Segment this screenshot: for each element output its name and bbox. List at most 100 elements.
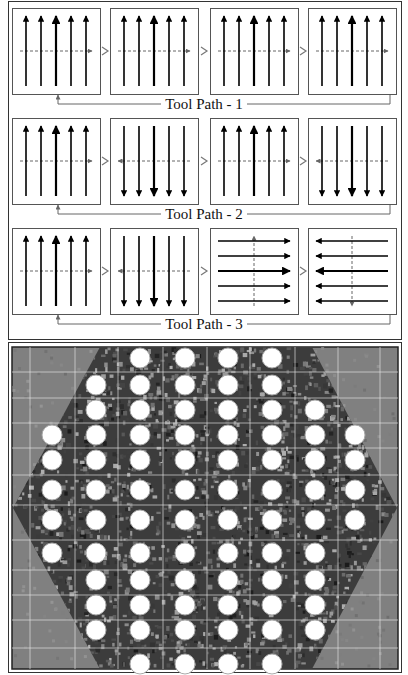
deposit-speck (50, 531, 54, 536)
deposit-speck (79, 517, 84, 520)
scan-arrow (381, 126, 383, 196)
deposit-speck (27, 372, 31, 375)
scan-arrow (268, 126, 270, 196)
scan-arrow (316, 255, 388, 257)
deposit-speck (361, 353, 364, 355)
deposit-speck (23, 481, 28, 485)
deposit-speck (167, 522, 171, 525)
deposit-speck (93, 565, 96, 570)
deposit-speck (154, 432, 157, 435)
deposit-speck (72, 497, 75, 500)
deposit-speck (344, 630, 348, 634)
texture-speck (22, 585, 25, 588)
deposit-speck (14, 638, 17, 643)
deposit-speck (26, 371, 28, 375)
deposit-speck (12, 384, 15, 387)
deposit-speck (362, 445, 364, 450)
texture-speck (393, 417, 396, 420)
deposit-speck (249, 429, 253, 433)
deposit-speck (246, 463, 248, 465)
deposit-speck (283, 600, 287, 603)
tool-path-row (13, 119, 397, 215)
texture-speck (54, 608, 57, 611)
deposit-speck (75, 480, 79, 483)
deposit-speck (329, 432, 333, 436)
deposit-speck (372, 484, 375, 487)
deposit-speck (256, 563, 260, 567)
deposit-speck (17, 431, 20, 434)
deposit-speck (352, 553, 354, 555)
texture-speck (333, 374, 336, 377)
texture-speck (22, 589, 25, 592)
deposit-speck (16, 529, 20, 532)
deposit-speck (26, 399, 28, 401)
deposit-speck (353, 664, 357, 666)
deposit-speck (368, 566, 372, 569)
deposit-speck (387, 375, 390, 379)
deposit-speck (31, 425, 35, 427)
deposit-speck (346, 602, 350, 605)
deposit-speck (91, 396, 95, 399)
deposit-speck (370, 457, 374, 460)
deposit-speck (308, 476, 312, 479)
deposit-speck (385, 572, 389, 576)
deposit-speck (243, 409, 247, 412)
deposit-speck (392, 425, 396, 429)
deposit-speck (318, 617, 321, 619)
deposit-speck (66, 443, 71, 448)
deposit-speck (328, 655, 331, 659)
texture-speck (372, 657, 375, 660)
deposit-speck (293, 401, 298, 404)
deposit-speck (234, 509, 236, 512)
deposit-speck (126, 588, 130, 593)
deposit-speck (388, 401, 392, 404)
deposit-speck (392, 513, 395, 517)
deposit-speck (296, 425, 298, 430)
texture-speck (354, 385, 357, 388)
deposit-speck (360, 529, 365, 531)
plate-background (12, 347, 398, 669)
deposit-speck (371, 497, 375, 500)
texture-speck (354, 418, 357, 421)
deposit-speck (73, 459, 78, 463)
deposit-speck (53, 602, 55, 605)
deposit-speck (158, 522, 161, 526)
deposit-speck (394, 565, 396, 569)
deposit-speck (54, 392, 59, 395)
deposit-speck (22, 359, 25, 363)
deposit-speck (345, 563, 349, 567)
deposit-speck (323, 384, 327, 389)
deposit-speck (171, 596, 174, 601)
deposit-speck (322, 613, 326, 615)
texture-speck (339, 633, 342, 636)
deposit-speck (119, 643, 122, 647)
scan-arrow (55, 16, 57, 86)
deposit-speck (369, 641, 374, 645)
deposit-speck (34, 378, 36, 382)
deposit-speck (32, 352, 35, 354)
deposit-speck (34, 657, 39, 660)
deposit-speck (271, 534, 274, 539)
deposit-speck (115, 649, 118, 652)
deposit-speck (214, 662, 218, 666)
deposit-speck (299, 481, 303, 483)
deposit-speck (254, 405, 257, 408)
deposit-speck (357, 407, 360, 409)
texture-speck (42, 443, 45, 446)
scan-arrow (321, 126, 323, 196)
deposit-speck (196, 434, 198, 437)
deposit-speck (133, 563, 136, 567)
deposit-speck (289, 517, 292, 521)
texture-speck (386, 616, 389, 619)
deposit-speck (365, 436, 367, 439)
deposit-speck (78, 394, 81, 398)
scan-arrow (316, 300, 388, 302)
deposit-speck (69, 655, 72, 659)
deposit-speck (374, 485, 378, 488)
deposit-speck (71, 603, 75, 607)
scan-arrow (366, 126, 368, 196)
scan-arrow (153, 16, 155, 86)
deposit-speck (44, 599, 47, 603)
texture-speck (27, 389, 30, 392)
deposit-speck (219, 540, 223, 543)
